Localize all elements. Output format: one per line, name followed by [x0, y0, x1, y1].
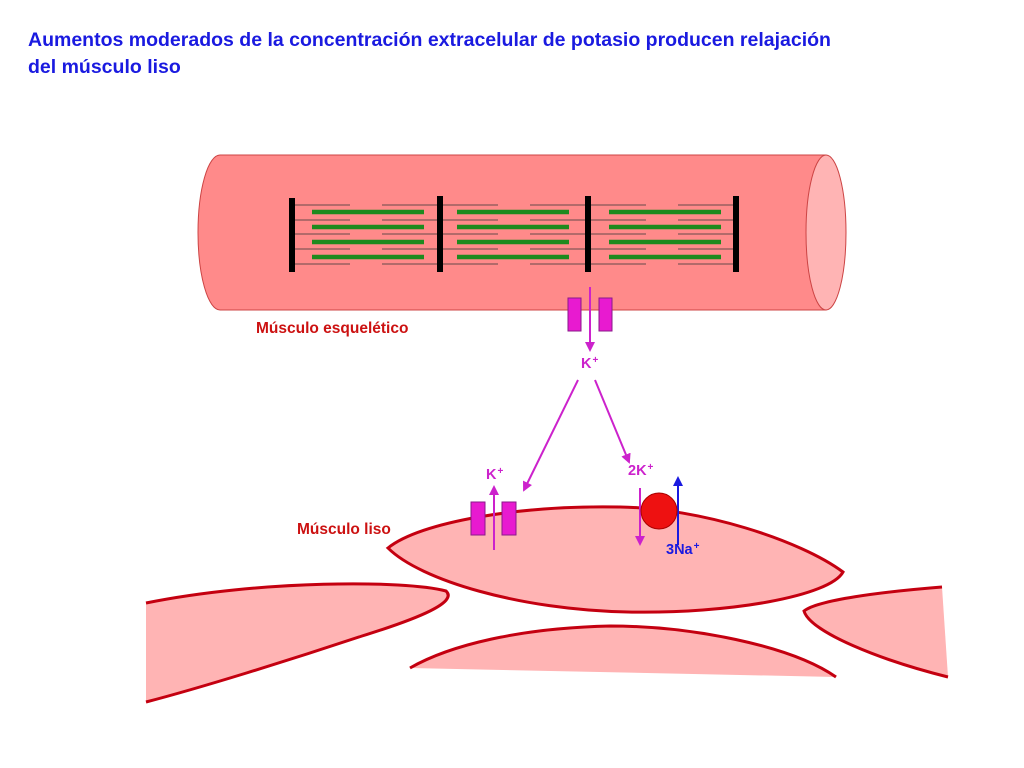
thick-filaments	[312, 209, 721, 260]
k-smooth-channel-label: K+	[486, 466, 504, 483]
skeletal-muscle-label: Músculo esquelético	[256, 320, 409, 337]
k-to-channel-arrow	[523, 379, 579, 492]
title-line-1: Aumentos moderados de la concentración e…	[28, 29, 831, 51]
smooth-muscle-label: Músculo liso	[297, 521, 391, 538]
title-line-2: del músculo liso	[28, 56, 181, 78]
na-k-pump	[640, 492, 678, 530]
muscle-cylinder-end	[805, 154, 847, 311]
page-title: Aumentos moderados de la concentración e…	[28, 27, 1008, 81]
smooth-cell-bottom	[410, 626, 836, 677]
pump-k-label: 2K+	[628, 462, 654, 479]
k-release-label: K+	[581, 355, 599, 372]
smooth-cell-center	[385, 505, 845, 614]
skeletal-k-channel	[567, 297, 613, 332]
smooth-cell-left	[146, 583, 449, 702]
smooth-k-channel	[470, 501, 517, 536]
sarcomere-group	[289, 196, 739, 272]
pump-na-label: 3Na+	[666, 541, 700, 558]
thin-filaments	[292, 204, 736, 265]
smooth-cell-right	[804, 587, 948, 677]
z-lines	[289, 196, 739, 272]
skeletal-muscle-fiber	[197, 154, 847, 311]
muscle-cylinder-body	[197, 154, 827, 311]
smooth-muscle-cells	[145, 505, 949, 704]
k-to-pump-arrow	[594, 379, 631, 464]
